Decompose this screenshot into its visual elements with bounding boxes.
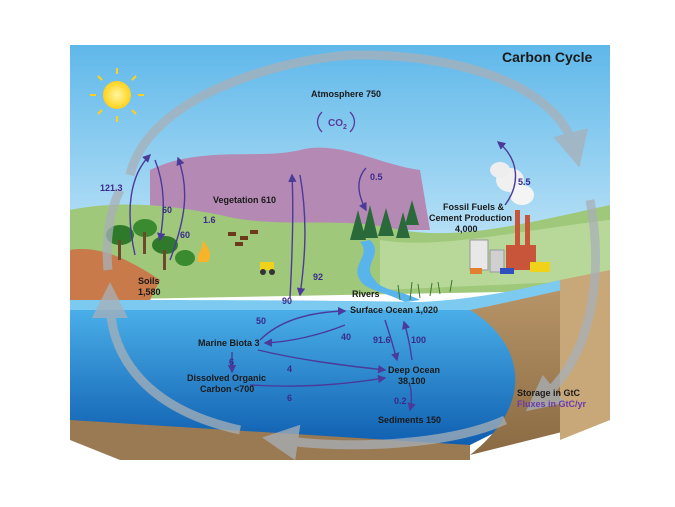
flux-label-92: 92	[313, 272, 323, 282]
flux-arrow-60a	[154, 159, 166, 242]
flux-label-100: 100	[411, 335, 426, 345]
wetland-icon	[397, 279, 453, 301]
label-marine-biota: Marine Biota 3	[198, 338, 260, 348]
label-soils: Soils	[138, 276, 160, 286]
flux-label-90: 90	[282, 296, 292, 306]
flux-label-60b: 60	[180, 230, 190, 240]
flux-label-02: 0.2	[394, 396, 407, 406]
flux-arrow-90	[288, 173, 297, 299]
label-doc: Dissolved Organic	[187, 373, 266, 383]
label-deep-ocean-value: 38,100	[398, 376, 426, 386]
flux-arrow-55	[496, 141, 517, 206]
diagram-title: Carbon Cycle	[502, 49, 592, 65]
label-doc-value: Carbon <700	[200, 384, 254, 394]
flux-arrow-02	[407, 384, 416, 412]
flux-label-6b: 6	[287, 393, 292, 403]
flux-label-4: 4	[287, 364, 292, 374]
factory-icon	[469, 162, 550, 274]
label-cement: Cement Production	[429, 213, 512, 223]
flux-arrow-916	[384, 319, 400, 362]
label-atmosphere: Atmosphere 750	[311, 89, 381, 99]
flux-arrow-6b	[249, 374, 387, 387]
flux-label-6a: 6	[229, 357, 234, 367]
svg-text:CO2: CO2	[328, 118, 347, 131]
flux-label-121: 121.3	[100, 183, 123, 193]
river	[357, 240, 420, 302]
flux-arrow-4	[257, 349, 387, 374]
flux-arrow-40	[263, 324, 346, 347]
side-right	[560, 270, 610, 440]
pine-forest-icon	[350, 200, 419, 240]
flux-arrow-100	[402, 320, 413, 361]
sun-icon	[90, 68, 144, 122]
label-sediments: Sediments 150	[378, 415, 441, 425]
co2-icon: CO2	[316, 111, 356, 133]
label-rivers: Rivers	[352, 289, 380, 299]
flux-label-05: 0.5	[370, 172, 383, 182]
global-cycle-arrow	[92, 50, 601, 461]
legend-fluxes: Fluxes in GtC/yr	[517, 399, 587, 409]
flux-label-916: 91.6	[373, 335, 391, 345]
label-fossil-fuels: Fossil Fuels &	[443, 202, 505, 212]
flux-label-50: 50	[256, 316, 266, 326]
tractor-icon	[260, 262, 275, 275]
flux-label-40: 40	[341, 332, 351, 342]
flux-arrow-50	[259, 307, 347, 341]
label-deep-ocean: Deep Ocean	[388, 365, 440, 375]
label-vegetation: Vegetation 610	[213, 195, 276, 205]
flux-arrow-121	[129, 154, 151, 256]
flux-arrow-60b	[169, 156, 186, 261]
label-surface-ocean: Surface Ocean 1,020	[350, 305, 438, 315]
legend-storage: Storage in GtC	[517, 388, 581, 398]
fire-icon	[197, 240, 210, 262]
flux-label-16: 1.6	[203, 215, 216, 225]
cattle-icon	[228, 230, 258, 246]
flux-label-60a: 60	[162, 205, 172, 215]
label-soils-value: 1,580	[138, 287, 161, 297]
flux-arrow-05	[358, 167, 367, 212]
label-fossil-value: 4,000	[455, 224, 478, 234]
flux-arrow-92	[296, 174, 306, 297]
flux-label-55: 5.5	[518, 177, 531, 187]
